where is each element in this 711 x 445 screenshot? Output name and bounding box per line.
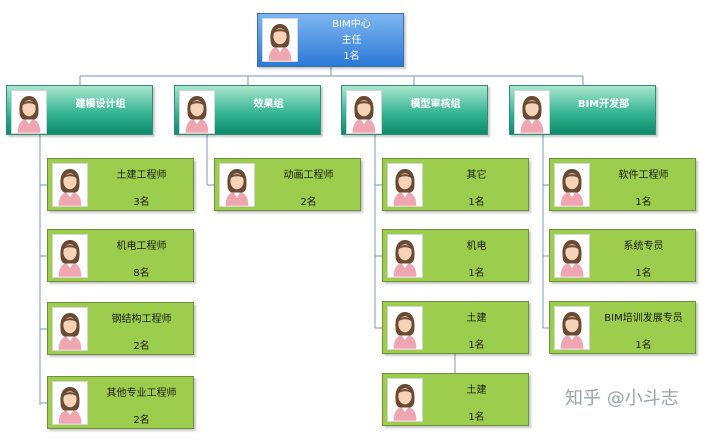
member-node: 其他专业工程师 2名 bbox=[47, 376, 194, 429]
female-avatar-icon bbox=[387, 306, 423, 350]
female-avatar-icon bbox=[219, 163, 255, 207]
female-avatar-icon bbox=[554, 163, 590, 207]
member-node: 土建 1名 bbox=[382, 373, 529, 426]
watermark-text: 知乎 @小斗志 bbox=[565, 388, 679, 409]
group-title: BIM开发部 bbox=[577, 99, 630, 110]
member-node: 机电 1名 bbox=[382, 229, 529, 282]
female-avatar-icon bbox=[514, 90, 550, 134]
member-title: BIM培训发展专员 bbox=[604, 313, 683, 324]
group-node-modeling-design: 建模设计组 bbox=[6, 85, 153, 135]
female-avatar-icon bbox=[52, 163, 88, 207]
group-title: 建模设计组 bbox=[75, 99, 126, 110]
female-avatar-icon bbox=[262, 18, 298, 62]
member-node: 软件工程师 1名 bbox=[549, 158, 696, 211]
member-count: 3名 bbox=[133, 197, 150, 208]
female-avatar-icon bbox=[52, 307, 88, 351]
member-title: 机电 bbox=[466, 241, 487, 252]
member-node: 土建工程师 3名 bbox=[47, 158, 194, 211]
group-title: 效果组 bbox=[253, 99, 284, 110]
root-role: 主任 bbox=[341, 35, 362, 46]
female-avatar-icon bbox=[11, 90, 47, 134]
member-count: 1名 bbox=[468, 268, 485, 279]
group-node-model-review: 模型审核组 bbox=[341, 85, 488, 135]
root-count: 1名 bbox=[343, 51, 360, 62]
member-title: 土建工程师 bbox=[116, 170, 167, 181]
member-title: 土建 bbox=[466, 313, 487, 324]
root-title: BIM中心 bbox=[332, 19, 371, 30]
member-title: 钢结构工程师 bbox=[111, 314, 172, 325]
member-title: 其它 bbox=[466, 170, 487, 181]
female-avatar-icon bbox=[346, 90, 382, 134]
member-count: 1名 bbox=[635, 268, 652, 279]
group-node-bim-development: BIM开发部 bbox=[509, 85, 656, 135]
member-count: 2名 bbox=[300, 197, 317, 208]
member-title: 其他专业工程师 bbox=[106, 388, 177, 399]
member-node: BIM培训发展专员 1名 bbox=[549, 301, 696, 354]
female-avatar-icon bbox=[554, 234, 590, 278]
member-title: 机电工程师 bbox=[116, 241, 167, 252]
member-count: 1名 bbox=[468, 197, 485, 208]
member-title: 软件工程师 bbox=[618, 170, 669, 181]
member-title: 土建 bbox=[466, 385, 487, 396]
member-node: 钢结构工程师 2名 bbox=[47, 302, 194, 355]
female-avatar-icon bbox=[387, 378, 423, 422]
member-node: 土建 1名 bbox=[382, 301, 529, 354]
member-count: 1名 bbox=[635, 340, 652, 351]
member-node: 动画工程师 2名 bbox=[214, 158, 361, 211]
member-count: 1名 bbox=[468, 412, 485, 423]
member-title: 动画工程师 bbox=[283, 170, 334, 181]
member-count: 2名 bbox=[133, 341, 150, 352]
member-count: 1名 bbox=[468, 340, 485, 351]
member-title: 系统专员 bbox=[623, 241, 664, 252]
female-avatar-icon bbox=[387, 234, 423, 278]
member-node: 机电工程师 8名 bbox=[47, 229, 194, 282]
member-count: 8名 bbox=[133, 268, 150, 279]
root-node: BIM中心 主任 1名 bbox=[257, 13, 404, 67]
member-node: 其它 1名 bbox=[382, 158, 529, 211]
female-avatar-icon bbox=[387, 163, 423, 207]
female-avatar-icon bbox=[554, 306, 590, 350]
female-avatar-icon bbox=[179, 90, 215, 134]
group-title: 模型审核组 bbox=[410, 99, 461, 110]
female-avatar-icon bbox=[52, 381, 88, 425]
female-avatar-icon bbox=[52, 234, 88, 278]
group-node-effects: 效果组 bbox=[174, 85, 321, 135]
member-node: 系统专员 1名 bbox=[549, 229, 696, 282]
member-count: 1名 bbox=[635, 197, 652, 208]
member-count: 2名 bbox=[133, 415, 150, 426]
